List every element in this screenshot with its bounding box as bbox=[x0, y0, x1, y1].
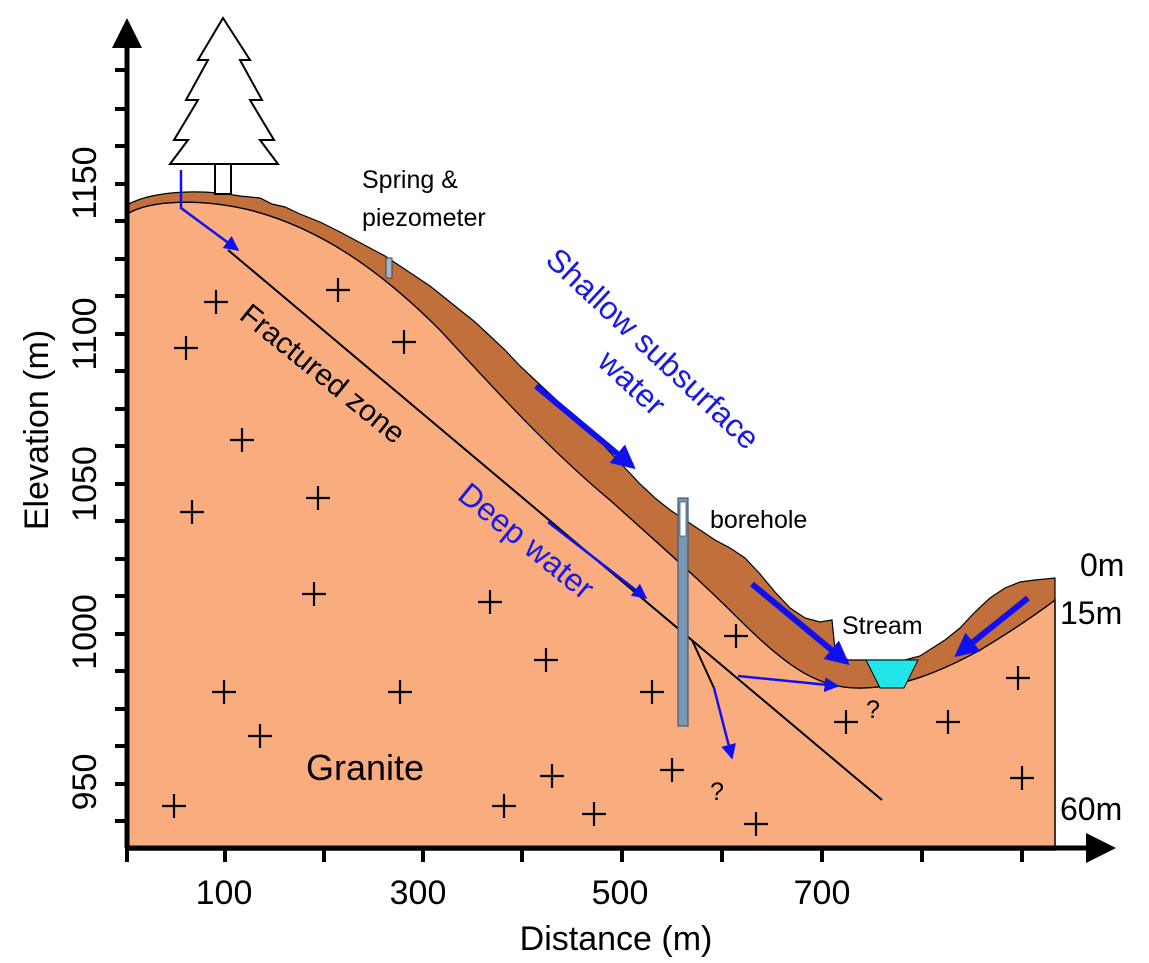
question-mark-1: ? bbox=[710, 778, 724, 806]
y-axis-ticks bbox=[115, 68, 127, 823]
tree-icon bbox=[168, 16, 280, 195]
y-tick-label-950: 950 bbox=[66, 754, 104, 811]
x-tick-label-500: 500 bbox=[592, 874, 649, 912]
stream-water bbox=[865, 659, 919, 689]
y-tick-label-1050: 1050 bbox=[66, 446, 104, 522]
deep-flow-arrow bbox=[547, 521, 648, 599]
shallow-flow-arrow bbox=[534, 383, 636, 470]
y-tick-label-1000: 1000 bbox=[66, 594, 104, 670]
valley-right-flow-arrow bbox=[954, 595, 1030, 657]
granite-plus-marks bbox=[162, 278, 1034, 836]
fracture-branch-line bbox=[691, 639, 715, 689]
spring-label-line2: piezometer bbox=[362, 204, 486, 232]
x-tick-label-700: 700 bbox=[794, 874, 851, 912]
question-mark-2: ? bbox=[866, 696, 880, 724]
fracture-branch-arrow bbox=[712, 687, 736, 760]
depth-label-0m: 0m bbox=[1080, 547, 1124, 583]
flow-arrows bbox=[179, 170, 1030, 760]
stream-label: Stream bbox=[842, 612, 923, 640]
stream-seep-arrow bbox=[737, 674, 840, 693]
y-tick-label-1150: 1150 bbox=[66, 146, 104, 219]
depth-label-15m: 15m bbox=[1060, 595, 1122, 631]
x-tick-label-100: 100 bbox=[196, 874, 253, 912]
y-axis-title: Elevation (m) bbox=[18, 330, 56, 530]
valley-left-flow-arrow bbox=[750, 581, 850, 666]
recharge-arrow bbox=[179, 170, 240, 252]
y-tick-label-1100: 1100 bbox=[66, 297, 104, 370]
y-axis-arrow-icon bbox=[112, 18, 142, 48]
borehole-label: borehole bbox=[710, 506, 807, 534]
x-axis-title: Distance (m) bbox=[520, 920, 713, 958]
spring-label-line1: Spring & bbox=[362, 166, 458, 194]
depth-label-60m: 60m bbox=[1060, 791, 1122, 827]
granite-label: Granite bbox=[306, 747, 424, 788]
fractured-zone-line bbox=[227, 249, 883, 801]
x-axis-ticks bbox=[125, 848, 1024, 862]
axes bbox=[112, 18, 1116, 863]
piezometer-marker bbox=[385, 257, 393, 279]
borehole bbox=[677, 497, 689, 727]
x-tick-label-300: 300 bbox=[390, 874, 447, 912]
x-axis-arrow-icon bbox=[1086, 833, 1116, 863]
